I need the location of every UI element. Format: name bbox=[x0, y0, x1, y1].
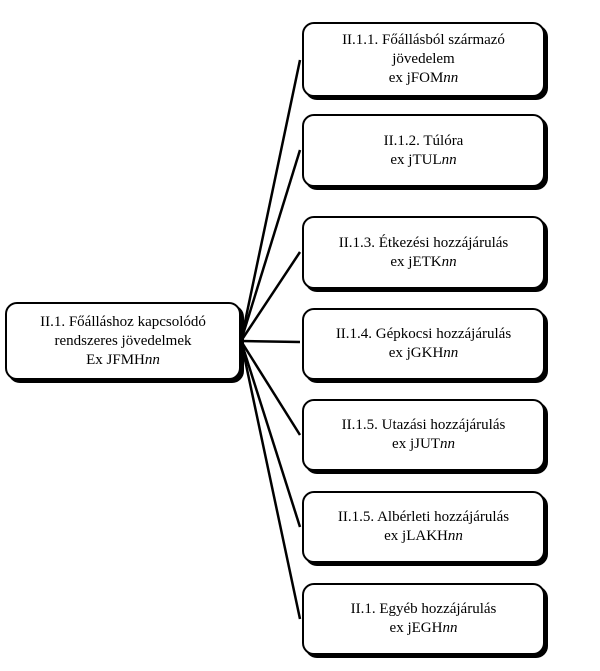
child-node: II.1.3. Étkezési hozzájárulás ex jETKnn bbox=[302, 216, 545, 289]
connector-line bbox=[239, 340, 302, 436]
node-label: II.1.4. Gépkocsi hozzájárulás bbox=[335, 326, 512, 342]
code-prefix: ex jLAKH bbox=[384, 528, 448, 544]
node-label: II.1.5. Albérleti hozzájárulás bbox=[337, 509, 510, 525]
connector-line bbox=[239, 149, 302, 342]
code-prefix: ex jTUL bbox=[390, 151, 442, 168]
node-code: ex jLAKHnn bbox=[384, 527, 463, 546]
node-label: II.1.1. Főállásból származó bbox=[342, 32, 505, 48]
connector-line bbox=[240, 339, 301, 344]
code-suffix: nn bbox=[441, 253, 457, 270]
code-suffix: nn bbox=[442, 620, 458, 636]
child-node: II.1.4. Gépkocsi hozzájárulás ex jGKHnn bbox=[302, 308, 545, 380]
code-prefix: ex jGKH bbox=[388, 345, 444, 361]
child-node: II.1.2. Túlóra ex jTULnn bbox=[302, 114, 545, 187]
node-label: II.1.3. Étkezési hozzájárulás bbox=[338, 234, 509, 251]
connector-line bbox=[239, 59, 302, 342]
code-suffix: nn bbox=[439, 436, 455, 452]
node-code: ex jGKHnn bbox=[389, 344, 459, 363]
code-suffix: nn bbox=[447, 528, 463, 544]
code-prefix: ex jFOM bbox=[388, 70, 444, 86]
connector-line bbox=[239, 340, 302, 528]
code-suffix: nn bbox=[443, 345, 459, 361]
child-node: II.1.1. Főállásból származó jövedelem ex j… bbox=[302, 22, 545, 97]
code-suffix: nn bbox=[443, 70, 459, 86]
code-suffix: nn bbox=[441, 151, 457, 168]
node-code: Ex JFMHnn bbox=[86, 351, 160, 370]
node-label: II.1. Főálláshoz kapcsolódó bbox=[40, 313, 206, 330]
child-node: II.1. Egyéb hozzájárulás ex jEGHnn bbox=[302, 583, 545, 655]
node-label: II.1.2. Túlóra bbox=[383, 132, 464, 149]
node-code: ex jEGHnn bbox=[390, 619, 458, 638]
root-node: II.1. Főálláshoz kapcsolódó rendszeres jö… bbox=[5, 302, 241, 380]
code-prefix: Ex JFMH bbox=[86, 351, 145, 368]
node-code: ex jFOMnn bbox=[389, 69, 459, 88]
child-node: II.1.5. Utazási hozzájárulás ex jJUTnn bbox=[302, 399, 545, 471]
node-code: ex jETKnn bbox=[390, 253, 456, 272]
node-label: II.1. Egyéb hozzájárulás bbox=[350, 601, 497, 617]
node-label: jövedelem bbox=[392, 51, 455, 67]
code-prefix: ex jEGH bbox=[389, 620, 443, 636]
connector-line bbox=[239, 340, 302, 620]
node-label: rendszeres jövedelmek bbox=[54, 332, 192, 349]
code-prefix: ex jJUT bbox=[392, 436, 440, 452]
node-code: ex jTULnn bbox=[390, 151, 456, 170]
node-code: ex jJUTnn bbox=[392, 435, 455, 454]
node-label: II.1.5. Utazási hozzájárulás bbox=[341, 417, 506, 433]
code-prefix: ex jETK bbox=[390, 253, 442, 270]
child-node: II.1.5. Albérleti hozzájárulás ex jLAKHnn bbox=[302, 491, 545, 563]
connector-line bbox=[239, 251, 302, 342]
code-suffix: nn bbox=[144, 351, 160, 368]
